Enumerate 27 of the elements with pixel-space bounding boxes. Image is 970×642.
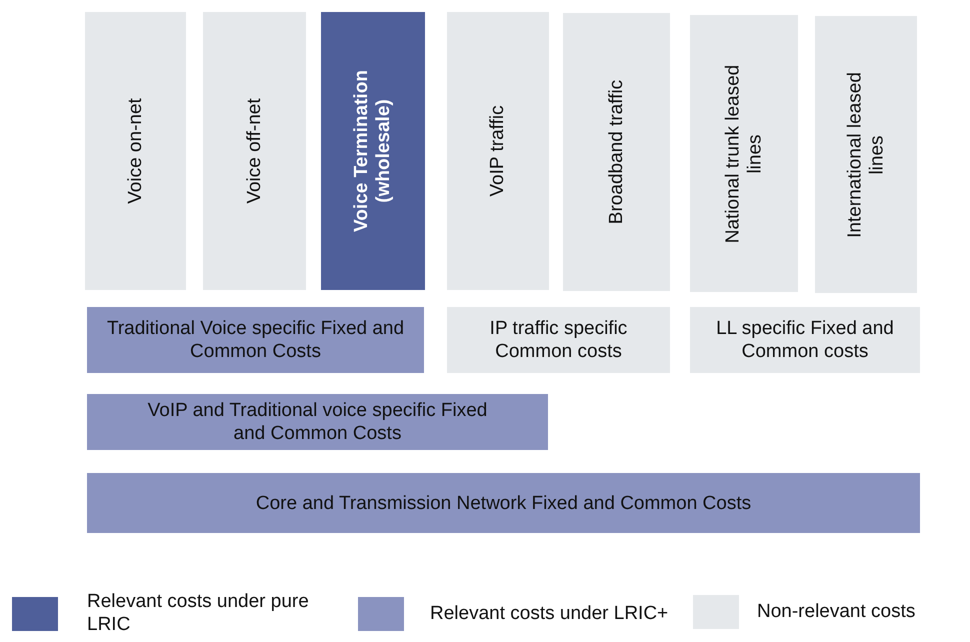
cost-bar: [87, 307, 424, 373]
column-label: International leased lines: [844, 70, 888, 240]
bar-label: Core and Transmission Network Fixed and Common Costs: [256, 492, 752, 514]
bar-label: LL specific Fixed and Common costs: [715, 317, 895, 363]
bar-label: Traditional Voice specific Fixed and Common Costs: [106, 317, 406, 363]
cost-bar: [87, 473, 920, 533]
column-label: Voice off-net: [244, 98, 266, 204]
service-column: [85, 12, 186, 290]
legend-label: Relevant costs under pure LRIC: [87, 590, 310, 636]
column-label: Voice on-net: [124, 98, 146, 204]
legend-label: Non-relevant costs: [757, 600, 916, 622]
cost-bar: [87, 394, 548, 450]
legend-label: Relevant costs under LRIC+: [430, 602, 668, 624]
service-column: [815, 16, 917, 293]
column-label: Broadband traffic: [606, 80, 628, 224]
service-column: [563, 13, 670, 291]
cost-bar: [447, 307, 670, 373]
column-label: VoIP traffic: [487, 105, 509, 197]
column-label: Voice Termination (wholesale): [351, 69, 395, 234]
service-column: [690, 15, 798, 292]
bar-label: IP traffic specific Common costs: [488, 317, 628, 363]
cost-bar: [690, 307, 920, 373]
column-label: National trunk leased lines: [722, 63, 766, 245]
service-column: [447, 12, 549, 290]
bar-label: VoIP and Traditional voice specific Fixed and Common Costs: [148, 399, 488, 445]
service-column: [321, 12, 425, 290]
service-column: [203, 12, 306, 290]
